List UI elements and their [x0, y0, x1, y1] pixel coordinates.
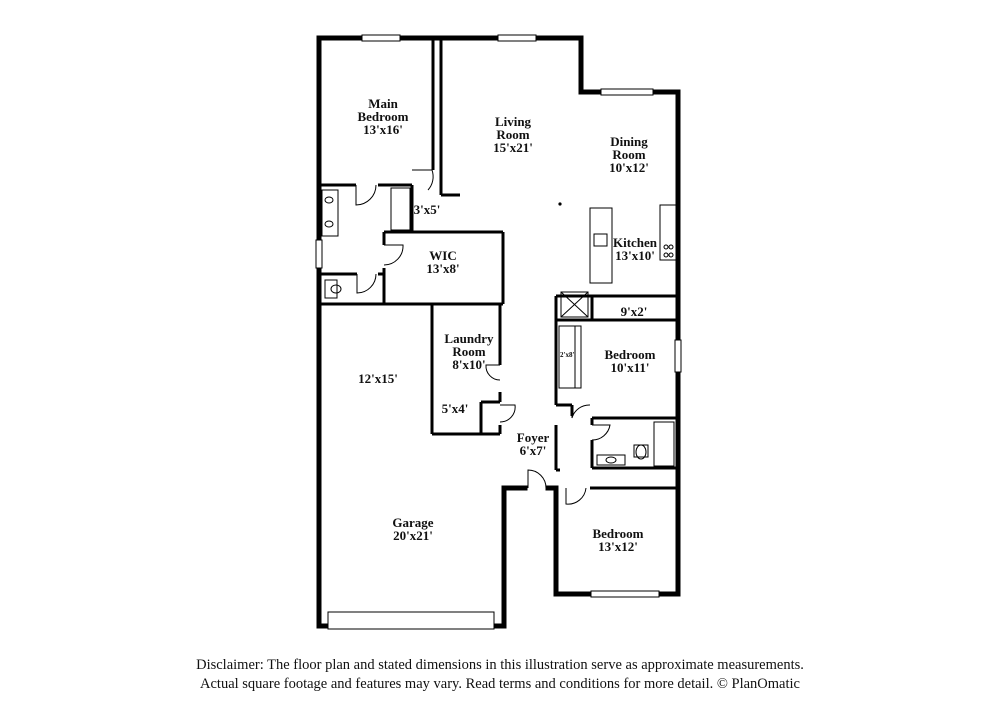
room-dimension: 5'x4': [441, 401, 469, 416]
room-dimension: 13'x12': [598, 539, 638, 554]
pantry-box: [560, 291, 589, 318]
room-dimension: 10'x12': [609, 160, 649, 175]
room-name: Main: [368, 96, 398, 111]
room-label-small-closet: 5'x4': [438, 402, 472, 415]
room-name: Dining: [610, 134, 648, 149]
room-dimension: 6'x7': [519, 443, 547, 458]
floor-plan: [315, 34, 682, 630]
room-label-main-bedroom: Main Bedroom 13'x16': [350, 97, 416, 136]
room-name: Living: [494, 114, 532, 129]
room-name: Laundry: [444, 331, 494, 346]
closet-dimension-tag: 2'x8': [560, 351, 575, 359]
room-dimension: 13'x8': [426, 261, 460, 276]
windows: [315, 34, 682, 598]
disclaimer-line-2: Actual square footage and features may v…: [200, 676, 800, 692]
garage-door: [327, 611, 495, 630]
room-name-2: Room: [612, 147, 646, 162]
disclaimer-line-1: Disclaimer: The floor plan and stated di…: [196, 657, 804, 673]
room-name: Kitchen: [612, 235, 658, 250]
room-name: WIC: [429, 248, 457, 263]
room-label-dining-room: Dining Room 10'x12': [596, 135, 662, 174]
room-name: Bedroom: [592, 526, 644, 541]
room-dimension: 15'x21': [493, 140, 533, 155]
room-label-bedroom-2: Bedroom 10'x11': [593, 348, 667, 374]
room-label-garage-bay: 12'x15': [350, 372, 406, 385]
disclaimer: Disclaimer: The floor plan and stated di…: [0, 656, 1000, 694]
room-dimension: 20'x21': [393, 528, 433, 543]
room-dimension: 13'x16': [363, 122, 403, 137]
ceiling-marker: [558, 202, 562, 206]
hall-bath-fixtures: [596, 421, 675, 467]
room-name: Garage: [392, 515, 434, 530]
room-label-wic: WIC 13'x8': [418, 249, 468, 275]
room-label-foyer: Foyer 6'x7': [506, 431, 560, 457]
room-dimension: 12'x15': [358, 371, 398, 386]
closet-bedroom-2: [558, 325, 582, 389]
interior-walls: [321, 40, 678, 490]
room-dimension: 10'x11': [610, 360, 650, 375]
room-label-kitchen: Kitchen 13'x10': [604, 236, 666, 262]
stove-icon: [663, 244, 674, 258]
room-label-living-room: Living Room 15'x21': [478, 115, 548, 154]
room-label-pantry: 9'x2': [614, 305, 654, 318]
room-dimension: 9'x2': [620, 304, 648, 319]
room-label-bath-closet: 3'x5': [412, 203, 442, 216]
room-label-laundry-room: Laundry Room 8'x10': [436, 332, 502, 371]
room-name: Bedroom: [604, 347, 656, 362]
door-swings: [355, 169, 611, 505]
room-label-bedroom-3: Bedroom 13'x12': [580, 527, 656, 553]
room-name: Foyer: [516, 430, 550, 445]
kitchen-sink-icon: [593, 233, 608, 247]
room-dimension: 8'x10': [452, 357, 486, 372]
room-dimension: 13'x10': [615, 248, 655, 263]
room-label-garage: Garage 20'x21': [380, 516, 446, 542]
room-name-2: Room: [496, 127, 530, 142]
room-name-2: Bedroom: [357, 109, 409, 124]
room-name-2: Room: [452, 344, 486, 359]
master-bath-fixtures: [321, 187, 411, 299]
room-dimension: 3'x5': [413, 202, 441, 217]
